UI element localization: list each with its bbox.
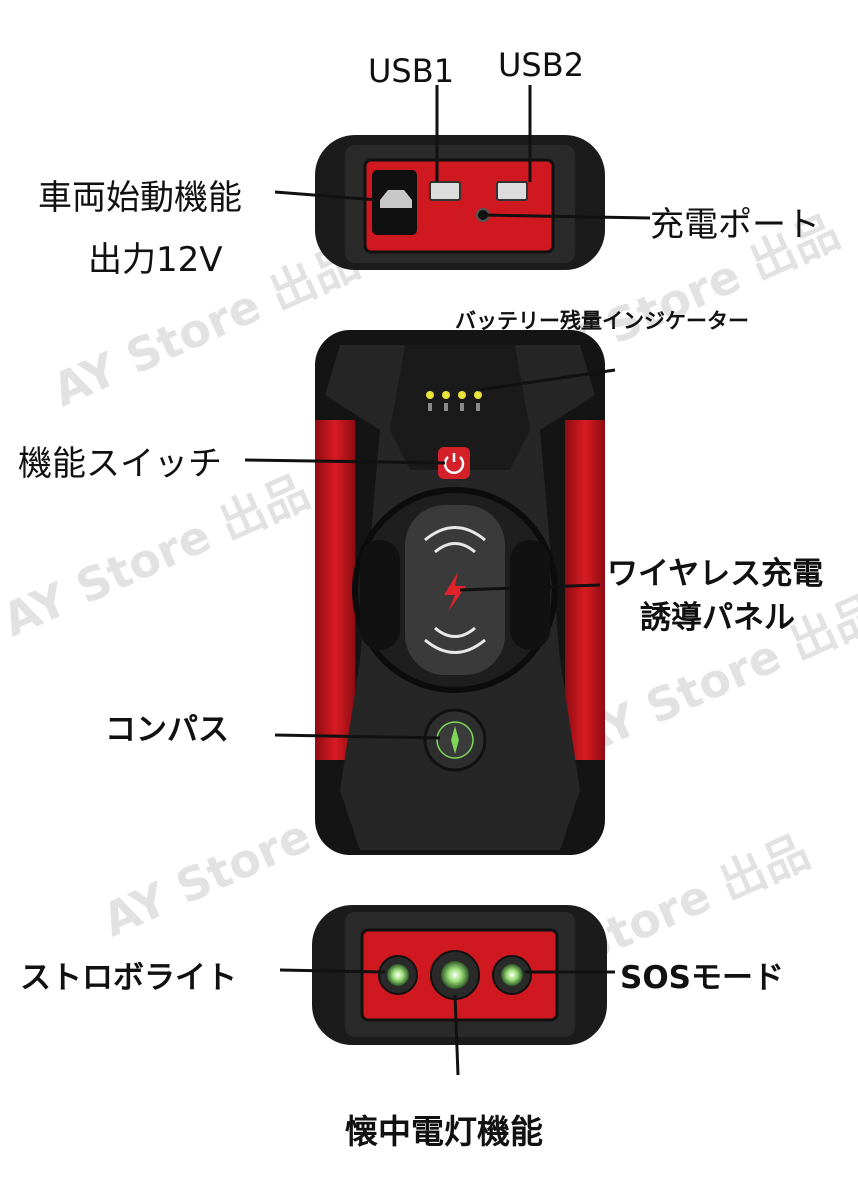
car-icon: [380, 190, 412, 208]
bolt-icon: [444, 572, 466, 612]
battery-led-1: [426, 391, 434, 399]
battery-led-2: [442, 391, 450, 399]
top-view: [315, 135, 605, 270]
output-label: 出力12V: [88, 240, 223, 280]
bottom-view: [312, 905, 607, 1045]
flashlight-label: 懐中電灯機能: [345, 1112, 543, 1151]
compass-label: コンパス: [105, 712, 229, 748]
callout-lines: [244, 85, 651, 1076]
usb1-port: [429, 181, 461, 201]
strobe-label: ストロボライト: [20, 960, 237, 996]
wireless-icon: [424, 526, 486, 654]
battery-indicator-label: バッテリー残量インジケーター: [455, 309, 749, 333]
function-switch-label: 機能スイッチ: [18, 444, 222, 484]
car-start-label: 車両始動機能: [38, 178, 242, 218]
main-body: [315, 330, 605, 855]
usb2-port: [496, 181, 528, 201]
power-button: [438, 447, 470, 479]
battery-led-4: [474, 391, 482, 399]
led-icon: [387, 964, 409, 986]
wireless-label-2: 誘導パネル: [640, 600, 795, 636]
battery-led-3: [458, 391, 466, 399]
power-icon: [443, 456, 465, 474]
led-icon: [501, 964, 523, 986]
usb2-label: USB2: [498, 46, 585, 84]
charge-port-label: 充電ポート: [650, 205, 820, 245]
wireless-label-1: ワイヤレス充電: [607, 556, 824, 592]
usb1-label: USB1: [368, 52, 455, 90]
sos-label: SOSモード: [620, 960, 785, 996]
led-icon: [441, 961, 469, 989]
